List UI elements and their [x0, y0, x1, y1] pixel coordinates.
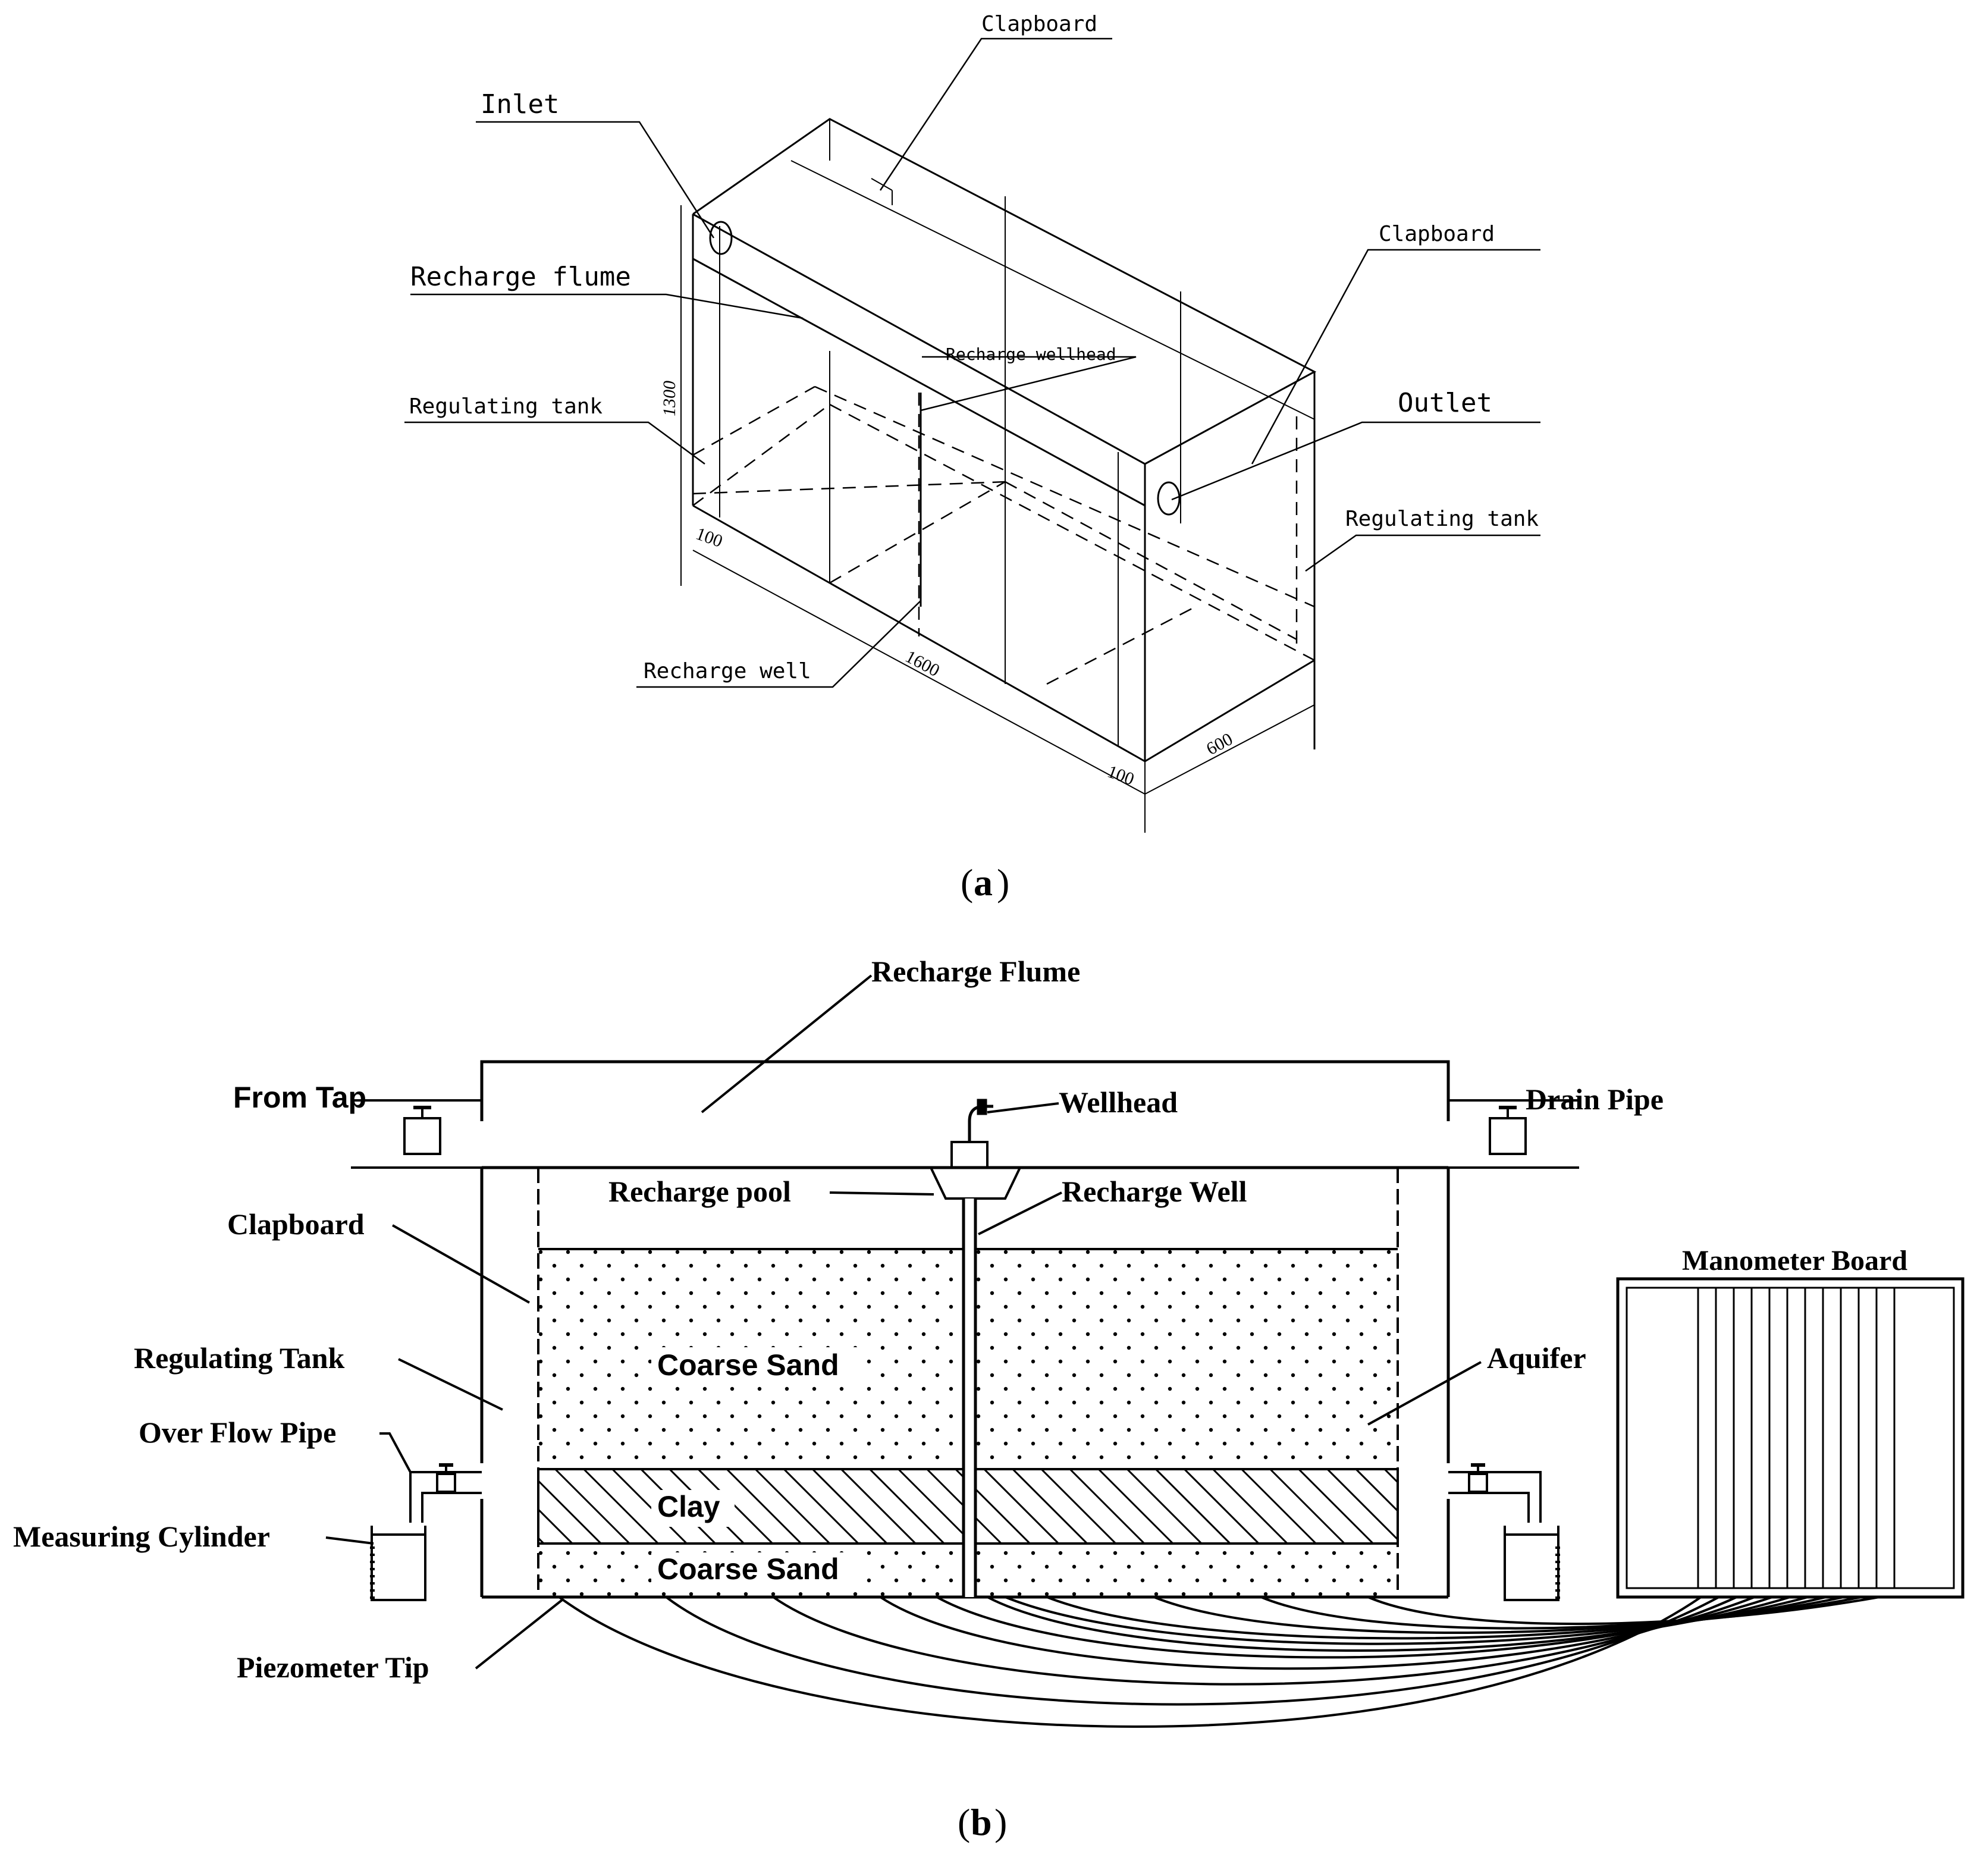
label-drain-pipe: Drain Pipe	[1526, 1083, 1664, 1116]
label-wellhead: Wellhead	[1059, 1086, 1178, 1119]
label-clapboard-b: Clapboard	[227, 1207, 365, 1241]
label-clapboard-right: Clapboard	[1379, 222, 1495, 246]
caption-letter-a: a	[974, 861, 993, 904]
leader-lines-a	[404, 37, 1540, 688]
label-recharge-flume: Recharge flume	[410, 262, 631, 292]
label-outlet: Outlet	[1398, 388, 1492, 418]
svg-text:(: (	[961, 861, 973, 904]
svg-text:(: (	[958, 1801, 970, 1843]
label-recharge-pool: Recharge pool	[608, 1175, 791, 1208]
leader-lines-b	[325, 974, 1482, 1670]
svg-text:): )	[994, 1801, 1007, 1843]
label-manometer-board: Manometer Board	[1682, 1245, 1907, 1276]
label-from-tap: From Tap	[233, 1081, 366, 1114]
drain-valve-icon	[1489, 1106, 1527, 1155]
tank-3d-box	[680, 118, 1317, 833]
dim-right-offset: 100	[1105, 762, 1137, 789]
caption-b: ( b )	[958, 1801, 1007, 1843]
label-recharge-well-b: Recharge Well	[1062, 1175, 1247, 1208]
label-measuring-cylinder: Measuring Cylinder	[13, 1520, 270, 1553]
label-recharge-flume-b: Recharge Flume	[871, 955, 1080, 988]
label-regulating-tank-b: Regulating Tank	[134, 1341, 345, 1375]
label-recharge-well: Recharge well	[644, 659, 811, 683]
labels-b: Recharge Flume From Tap Wellhead Drain P…	[13, 955, 1907, 1684]
dim-length: 1600	[902, 647, 943, 680]
label-inlet: Inlet	[481, 89, 559, 120]
caption-letter-b: b	[971, 1801, 992, 1843]
label-regulating-tank-right: Regulating tank	[1345, 507, 1539, 531]
label-coarse-sand-bottom: Coarse Sand	[657, 1552, 839, 1586]
manometer-board	[1616, 1277, 1965, 1599]
label-aquifer: Aquifer	[1487, 1341, 1586, 1375]
label-regulating-tank-left: Regulating tank	[409, 394, 603, 419]
dim-height: 1300	[660, 381, 679, 416]
label-clay: Clay	[657, 1490, 720, 1523]
label-recharge-wellhead: Recharge wellhead	[946, 344, 1116, 364]
svg-text:): )	[997, 861, 1009, 904]
left-overflow-assembly	[370, 1463, 482, 1601]
inlet-valve-icon	[403, 1106, 441, 1155]
panel-a: Clapboard Inlet Recharge flume Recharge …	[404, 12, 1540, 904]
piezometer-tubes	[558, 1596, 1880, 1728]
label-over-flow-pipe: Over Flow Pipe	[139, 1416, 336, 1449]
recharge-well-pipe	[964, 1199, 975, 1597]
label-clapboard-top: Clapboard	[981, 12, 1097, 36]
dim-width: 600	[1203, 729, 1236, 759]
label-piezometer-tip: Piezometer Tip	[237, 1651, 429, 1684]
labels-a: Clapboard Inlet Recharge flume Recharge …	[409, 12, 1539, 789]
dim-left-offset: 100	[694, 524, 726, 551]
right-overflow-assembly	[1448, 1463, 1560, 1601]
caption-a: ( a )	[961, 861, 1009, 904]
layer-labels: Coarse Sand Clay Coarse Sand	[651, 1347, 865, 1588]
panel-b: Recharge Flume From Tap Wellhead Drain P…	[13, 955, 1965, 1843]
label-coarse-sand-top: Coarse Sand	[657, 1348, 839, 1382]
